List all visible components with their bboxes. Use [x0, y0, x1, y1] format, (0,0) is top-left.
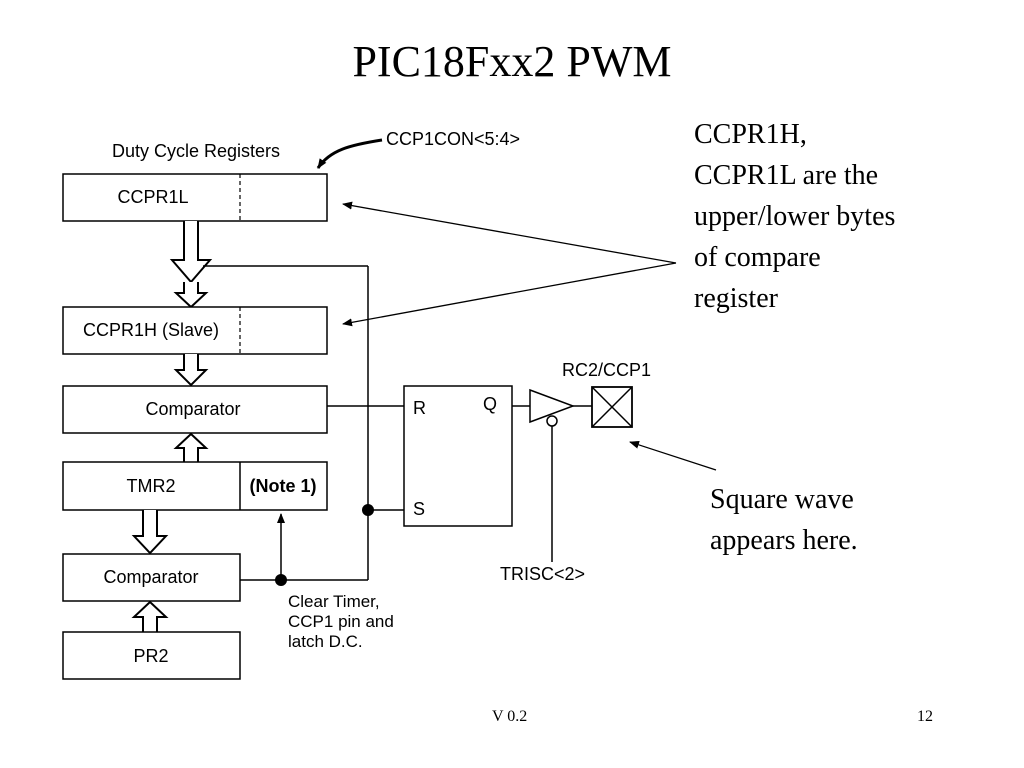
note-line: CCPR1L are the — [694, 160, 879, 191]
note-line: register — [694, 283, 778, 314]
footer-version: V 0.2 — [492, 708, 528, 725]
comparator-top-label: Comparator — [145, 399, 240, 419]
compare-arrow-to-ccpr1h — [342, 262, 677, 327]
pr2-register — [62, 631, 241, 680]
footer-page-number: 12 — [917, 708, 933, 725]
trisc-label: TRISC<2> — [500, 564, 585, 584]
hollow-arrow-ccpr1h-to-comparator — [173, 354, 209, 387]
tmr2-label: TMR2 — [127, 476, 176, 496]
ccpr1l-label: CCPR1L — [117, 187, 188, 207]
pr2-label: PR2 — [133, 646, 168, 666]
pin-cross-b — [591, 386, 633, 428]
pin-label: RC2/CCP1 — [562, 360, 651, 380]
tmr2-register — [62, 461, 328, 511]
slide-title: PIC18Fxx2 PWM — [352, 37, 672, 86]
ccpr1l-register — [62, 173, 328, 222]
hollow-arrow-ccpr1l-to-ccpr1h-lower — [173, 282, 209, 309]
duty-cycle-registers-label: Duty Cycle Registers — [112, 141, 280, 161]
square-wave-note: Square wave appears here. — [710, 479, 858, 561]
hollow-arrow-tmr2-to-comparator-bottom — [131, 510, 169, 555]
compare-arrow-to-ccpr1l — [342, 201, 677, 264]
rs-latch — [403, 385, 513, 527]
latch-r-label: R — [413, 398, 426, 418]
note-line: CCPR1H, — [694, 119, 807, 150]
hollow-arrow-ccpr1l-to-ccpr1h — [169, 221, 213, 284]
clear-timer-label: Clear Timer, CCP1 pin and latch D.C. — [288, 592, 399, 651]
note1-label: (Note 1) — [250, 476, 317, 496]
output-buffer — [529, 388, 576, 424]
latch-s-label: S — [413, 499, 425, 519]
square-wave-arrow — [629, 440, 717, 471]
ccpr1h-label: CCPR1H (Slave) — [83, 320, 219, 340]
ccp1con-arrow — [316, 138, 383, 169]
latch-q-label: Q — [483, 394, 497, 414]
note-line: appears here. — [710, 525, 858, 556]
comparator-bottom-label: Comparator — [103, 567, 198, 587]
comparator-top — [62, 385, 328, 434]
note-line: upper/lower bytes — [694, 201, 896, 232]
junction-dot-set — [362, 504, 374, 516]
hollow-arrow-tmr2-to-comparator — [173, 432, 209, 462]
buffer-enable-bubble — [546, 415, 558, 427]
compare-register-note: CCPR1H, CCPR1L are the upper/lower bytes… — [694, 114, 895, 319]
note-line: Square wave — [710, 484, 854, 515]
hollow-arrow-pr2-to-comparator — [131, 600, 169, 632]
comparator-bottom — [62, 553, 241, 602]
ccp1con-label: CCP1CON<5:4> — [386, 129, 520, 149]
note-line: of compare — [694, 242, 821, 273]
